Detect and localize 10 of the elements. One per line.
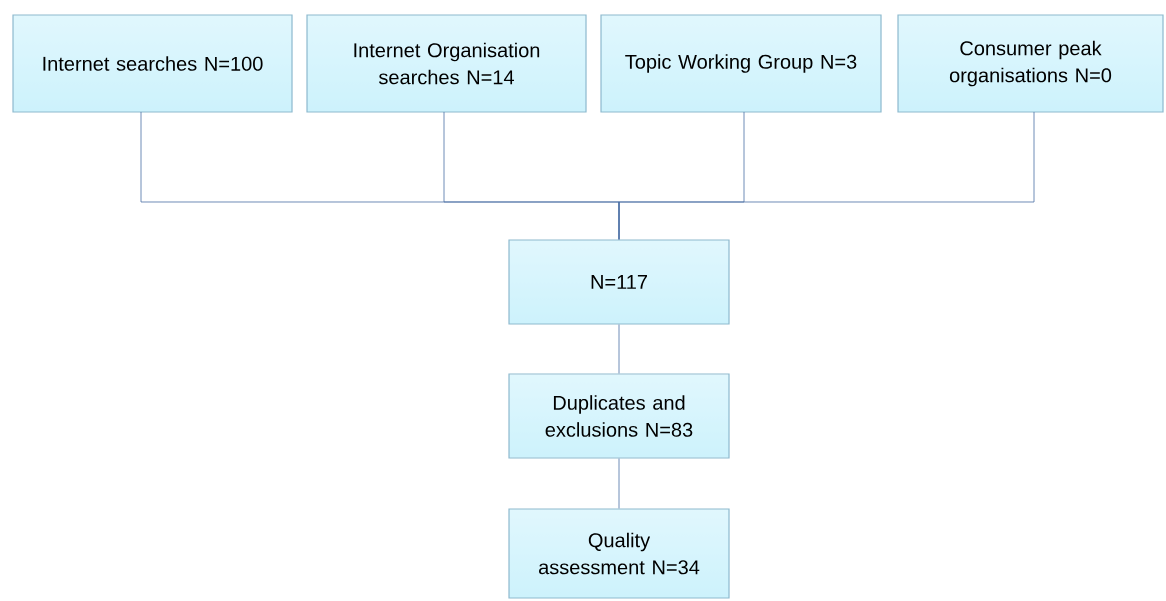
connector-line	[618, 111, 1035, 240]
process-box: Topic Working Group N=3	[600, 14, 882, 113]
connector-line	[618, 458, 620, 509]
process-box: Consumer peak organisations N=0	[897, 14, 1164, 113]
process-box: Duplicates and exclusions N=83	[508, 373, 730, 459]
process-box: Internet Organisation searches N=14	[306, 14, 587, 113]
process-box: Quality assessment N=34	[508, 508, 730, 599]
connector-line	[618, 324, 620, 374]
process-box: Internet searches N=100	[12, 14, 293, 113]
process-box: N=117	[508, 239, 730, 325]
